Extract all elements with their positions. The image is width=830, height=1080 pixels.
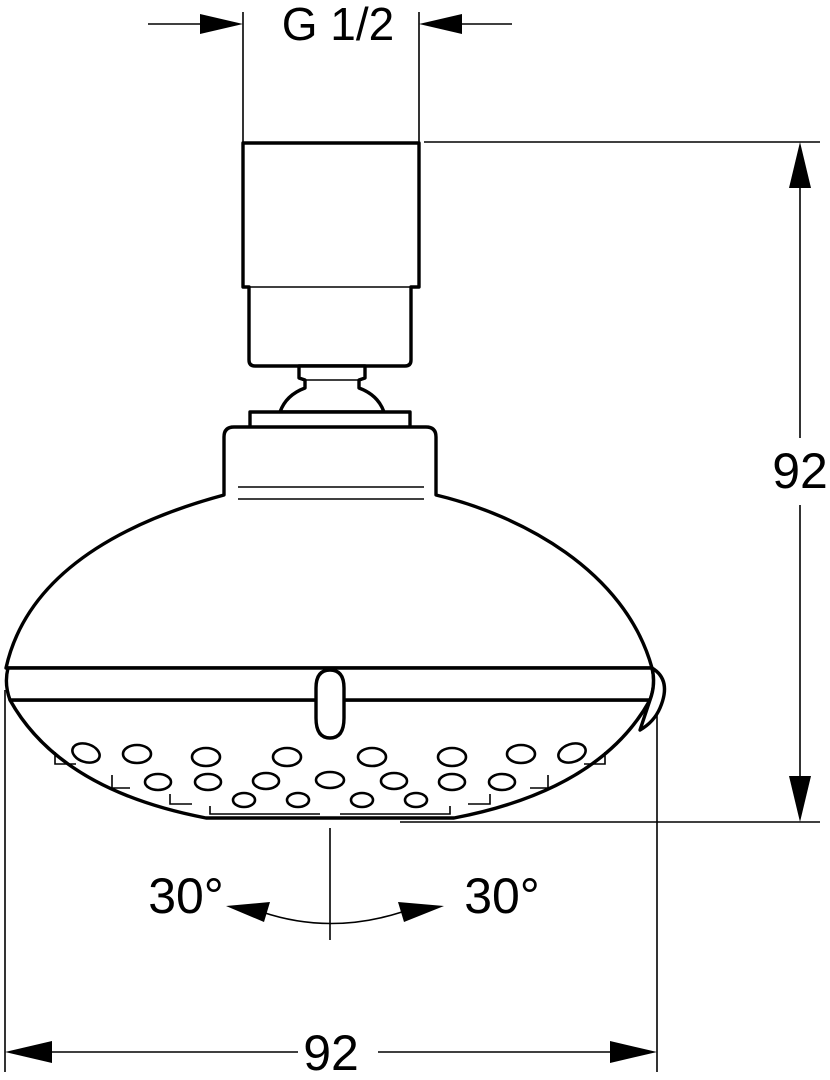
nozzle [403,791,429,809]
nozzle [231,791,257,809]
nozzle [143,772,173,792]
nozzle [190,746,222,768]
thread-arrow-left [200,14,243,34]
width-value-label: 92 [303,1025,359,1080]
head-shell [4,425,654,670]
nozzle [193,772,223,792]
nozzle [71,742,101,764]
nozzle [285,791,311,809]
swivel-angle-indicator: 30° 30° [148,828,540,940]
nozzle [505,743,537,765]
width-arrow-left [5,1041,52,1063]
thread-dimension: G 1/2 [148,0,512,142]
spray-nozzles [71,742,587,809]
nozzle [437,772,467,792]
nozzle [349,791,375,809]
angle-right-label: 30° [464,868,540,924]
height-arrow-bottom [789,776,811,822]
swivel-arrow-right [398,902,444,922]
nozzle [251,771,281,791]
shower-head [4,141,667,820]
nozzle [356,746,388,768]
nozzle [271,746,303,768]
connector-nut [241,141,421,368]
nozzle [487,772,517,792]
swivel-arrow-left [226,902,270,922]
height-dimension: 92 [400,141,828,823]
nozzle-ridges [54,752,606,815]
width-dimension: 92 [4,690,658,1080]
thread-size-label: G 1/2 [282,0,395,50]
height-value-label: 92 [772,443,828,499]
nozzle [121,743,153,765]
angle-left-label: 30° [148,868,224,924]
ball-joint [278,364,386,414]
nozzle [557,742,587,764]
height-arrow-top [789,142,811,188]
width-arrow-right [610,1041,657,1063]
nozzle [379,771,409,791]
nozzle [314,770,346,790]
thread-arrow-right [419,14,462,34]
spray-face [8,698,652,820]
nozzle [436,746,468,768]
swivel-slot [314,668,346,740]
swivel-arc [261,911,403,925]
